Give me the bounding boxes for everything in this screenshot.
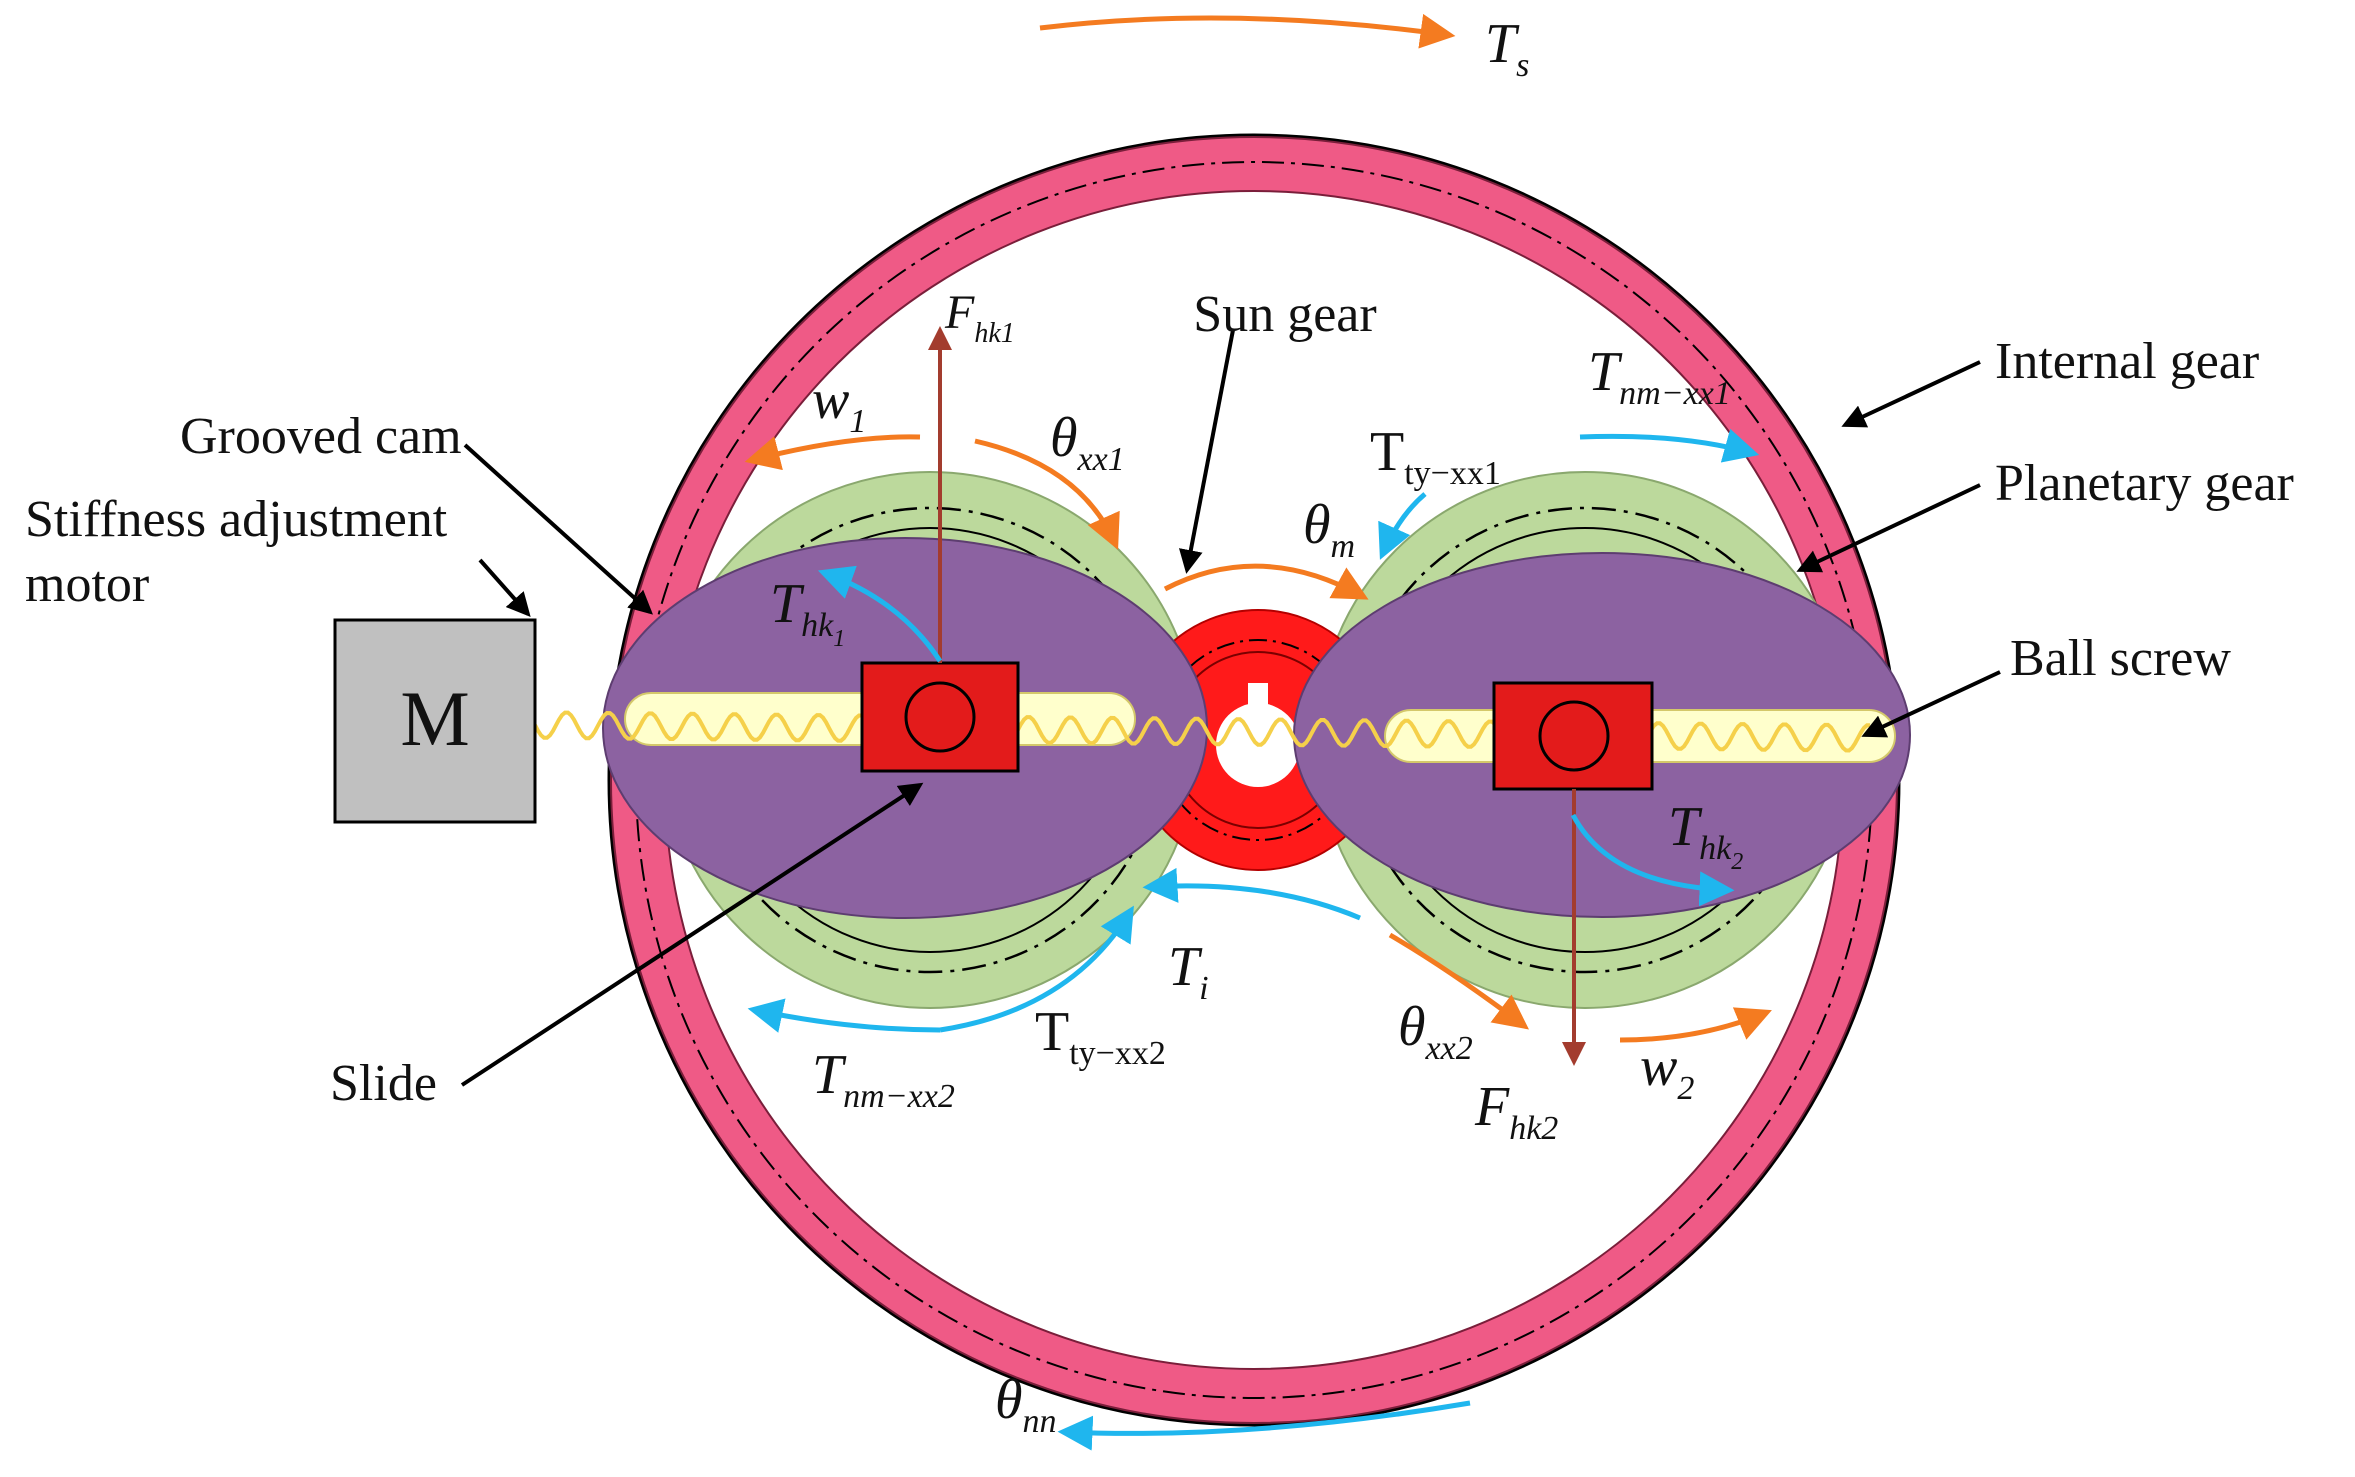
symbol-Tty-xx1: Tty−xx1 (1370, 421, 1501, 492)
symbol-Tnm-xx2: Tnm−xx2 (812, 1044, 955, 1115)
symbol-Tty-xx2: Tty−xx2 (1035, 1001, 1166, 1072)
stiffness-adjustment-motor: M (333, 618, 537, 824)
symbol-w2: w2 (1640, 1036, 1694, 1107)
motor-label: M (400, 675, 469, 762)
blue-arrows (747, 428, 1760, 1451)
planetary-gear-label: Planetary gear (1995, 455, 2294, 512)
symbol-theta-xx2: θxx2 (1398, 996, 1473, 1067)
slide-label: Slide (330, 1055, 437, 1112)
symbol-theta-xx1: θxx1 (1050, 407, 1125, 478)
symbol-theta-nn: θnn (995, 1369, 1057, 1440)
symbol-Fhk2: Fhk2 (1474, 1076, 1558, 1147)
sun-gear-label: Sun gear (1193, 286, 1376, 343)
slide-left (860, 661, 1020, 773)
ball-screw-label: Ball screw (2010, 630, 2231, 687)
internal-gear-label: Internal gear (1995, 333, 2259, 390)
symbol-w1: w1 (812, 369, 866, 440)
symbol-Thk1: Thk1 (770, 573, 845, 652)
symbol-Ti: Ti (1168, 936, 1209, 1007)
symbol-Tnm-xx1: Tnm−xx1 (1588, 341, 1731, 412)
grooved-cam-label: Grooved cam (180, 408, 462, 465)
symbol-Thk2: Thk2 (1668, 796, 1743, 875)
stiffness-motor-label-line1: Stiffness adjustment (25, 491, 448, 548)
leader-lines (460, 329, 2001, 1087)
stiffness-motor-label-line2: motor (25, 556, 149, 613)
symbol-theta-m: θm (1303, 494, 1355, 565)
symbol-Fhk1: Fhk1 (944, 286, 1015, 349)
slide-right (1492, 681, 1654, 791)
orange-arrows (744, 13, 1772, 1043)
symbol-Ts: Ts (1485, 13, 1529, 84)
